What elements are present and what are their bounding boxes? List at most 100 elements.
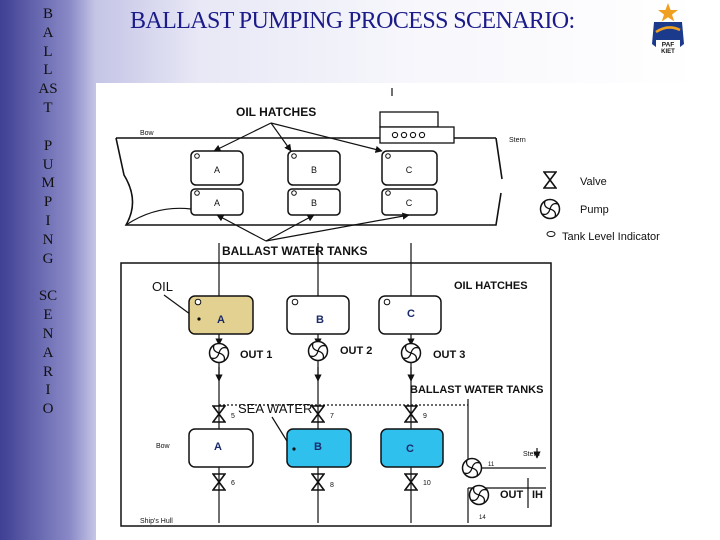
sidebar-gap <box>30 268 66 287</box>
pump-icon <box>468 484 490 506</box>
tank-b-sea-water <box>286 428 352 468</box>
dot <box>197 317 201 321</box>
ships-hull-label: Ship's Hull <box>140 518 173 525</box>
tank-label: C <box>406 443 414 455</box>
tank-label: A <box>217 314 225 326</box>
sidebar-letter: U <box>42 156 54 173</box>
oil-hatches-label: OIL HATCHES <box>454 280 528 292</box>
sidebar-gap <box>30 118 66 137</box>
level-indicator <box>194 153 200 159</box>
logo-text-top: PAF <box>662 42 675 49</box>
sidebar-letter: I <box>45 382 51 399</box>
ballast-tanks-label: BALLAST WATER TANKS <box>410 384 543 396</box>
bow-label: Bow <box>156 443 171 450</box>
ship-bottom-tanks: A B C <box>190 188 438 216</box>
ship-tank-b-top <box>287 150 341 186</box>
ship-tank-label: C <box>406 198 413 208</box>
oil-label: OIL <box>152 279 173 294</box>
ship-tank-label: A <box>214 165 220 175</box>
level-indicator <box>194 298 202 306</box>
level-indicator <box>383 298 391 306</box>
schematic: OIL OIL HATCHES A B C <box>120 243 552 527</box>
valve-number: 8 <box>330 482 334 489</box>
ship-tank-label: B <box>311 165 317 175</box>
sidebar-letter: T <box>43 99 53 116</box>
tank-label: C <box>407 308 415 320</box>
out-2-label: OUT 2 <box>340 345 372 357</box>
oil-hatches-label-top: OIL HATCHES <box>236 105 316 119</box>
tank-a-bottom <box>188 428 254 468</box>
tank-c-top <box>378 295 442 335</box>
sidebar-letter: N <box>42 325 54 342</box>
legend-level-label: Tank Level Indicator <box>562 231 660 243</box>
out-3-label: OUT 3 <box>433 349 465 361</box>
level-indicator <box>385 190 391 196</box>
sidebar-letter: O <box>42 401 54 418</box>
valve-number: 5 <box>231 413 235 420</box>
dot <box>292 447 296 451</box>
level-indicator <box>385 153 391 159</box>
level-indicator <box>194 190 200 196</box>
valve-number: 10 <box>423 480 431 487</box>
sidebar-letter: AS <box>38 81 58 98</box>
sidebar-vertical-title: B A L L AS T P U M P I N G SC E N A R I … <box>30 5 66 419</box>
valve-icon <box>543 171 557 189</box>
stern-label: Stern <box>523 451 540 458</box>
out-label: OUT <box>500 489 524 501</box>
valve-number: 9 <box>423 413 427 420</box>
hatch-pointer-lines <box>213 122 383 153</box>
sidebar-letter: A <box>42 24 54 41</box>
ballast-tanks-label-top: BALLAST WATER TANKS <box>222 244 368 258</box>
ship-tank-label: A <box>214 198 220 208</box>
sidebar-letter: B <box>42 6 53 22</box>
level-indicator <box>291 190 297 196</box>
sidebar-letter: I <box>45 212 51 229</box>
bridge-deck <box>379 126 455 144</box>
legend-valve-label: Valve <box>580 176 607 188</box>
schematic-frame <box>120 262 552 527</box>
pump-icon <box>307 340 329 362</box>
ship-tank-c-top <box>381 150 438 186</box>
logo-swoosh <box>655 26 681 34</box>
pump-number: 11 <box>488 462 495 468</box>
page-title: BALLAST PUMPING PROCESS SCENARIO: <box>130 8 575 34</box>
sidebar-letter: L <box>43 43 53 60</box>
stern-label-top: Stern <box>509 137 526 144</box>
level-indicator-icon <box>546 231 556 237</box>
ship-section: OIL HATCHES Bow Stern A B C <box>115 88 526 258</box>
pump-icon <box>539 198 561 220</box>
sidebar-letter: N <box>42 231 54 248</box>
logo-text-bottom: KIET <box>661 49 675 55</box>
sidebar-letter: L <box>43 62 53 79</box>
valve-number: 6 <box>231 480 235 487</box>
pump-icon <box>461 457 483 479</box>
paf-kiet-logo: PAF KIET <box>652 3 684 55</box>
bow-label-top: Bow <box>140 130 155 137</box>
sidebar-letter: R <box>42 363 53 380</box>
ballast-diagram: OIL HATCHES Bow Stern A B C <box>115 88 660 527</box>
pump-icon <box>208 342 230 364</box>
tank-label: B <box>314 441 322 453</box>
tank-label: B <box>316 314 324 326</box>
sidebar-letter: A <box>42 344 54 361</box>
logo-label-bg <box>656 40 680 54</box>
tank-c-bottom <box>380 428 444 468</box>
ship-tank-label: B <box>311 198 317 208</box>
hull-bottom-curve <box>125 207 192 226</box>
legend-pump-label: Pump <box>580 204 609 216</box>
legend: Valve Pump Tank Level Indicator <box>539 171 660 243</box>
sidebar-letter: M <box>41 175 55 192</box>
ship-tank-label: C <box>406 165 413 175</box>
sidebar-letter: P <box>43 194 53 211</box>
out-1-label: OUT 1 <box>240 349 272 361</box>
sea-water-label: SEA WATER <box>238 401 312 416</box>
sidebar-letter: E <box>43 307 53 324</box>
level-indicator <box>291 153 297 159</box>
star-icon <box>658 3 678 22</box>
level-indicator <box>291 298 299 306</box>
ship-tank-a-top <box>190 150 244 186</box>
pump-number: 14 <box>479 515 486 521</box>
sidebar-letter: P <box>43 137 53 154</box>
valve-number: 7 <box>330 413 334 420</box>
superstructure <box>379 111 439 128</box>
